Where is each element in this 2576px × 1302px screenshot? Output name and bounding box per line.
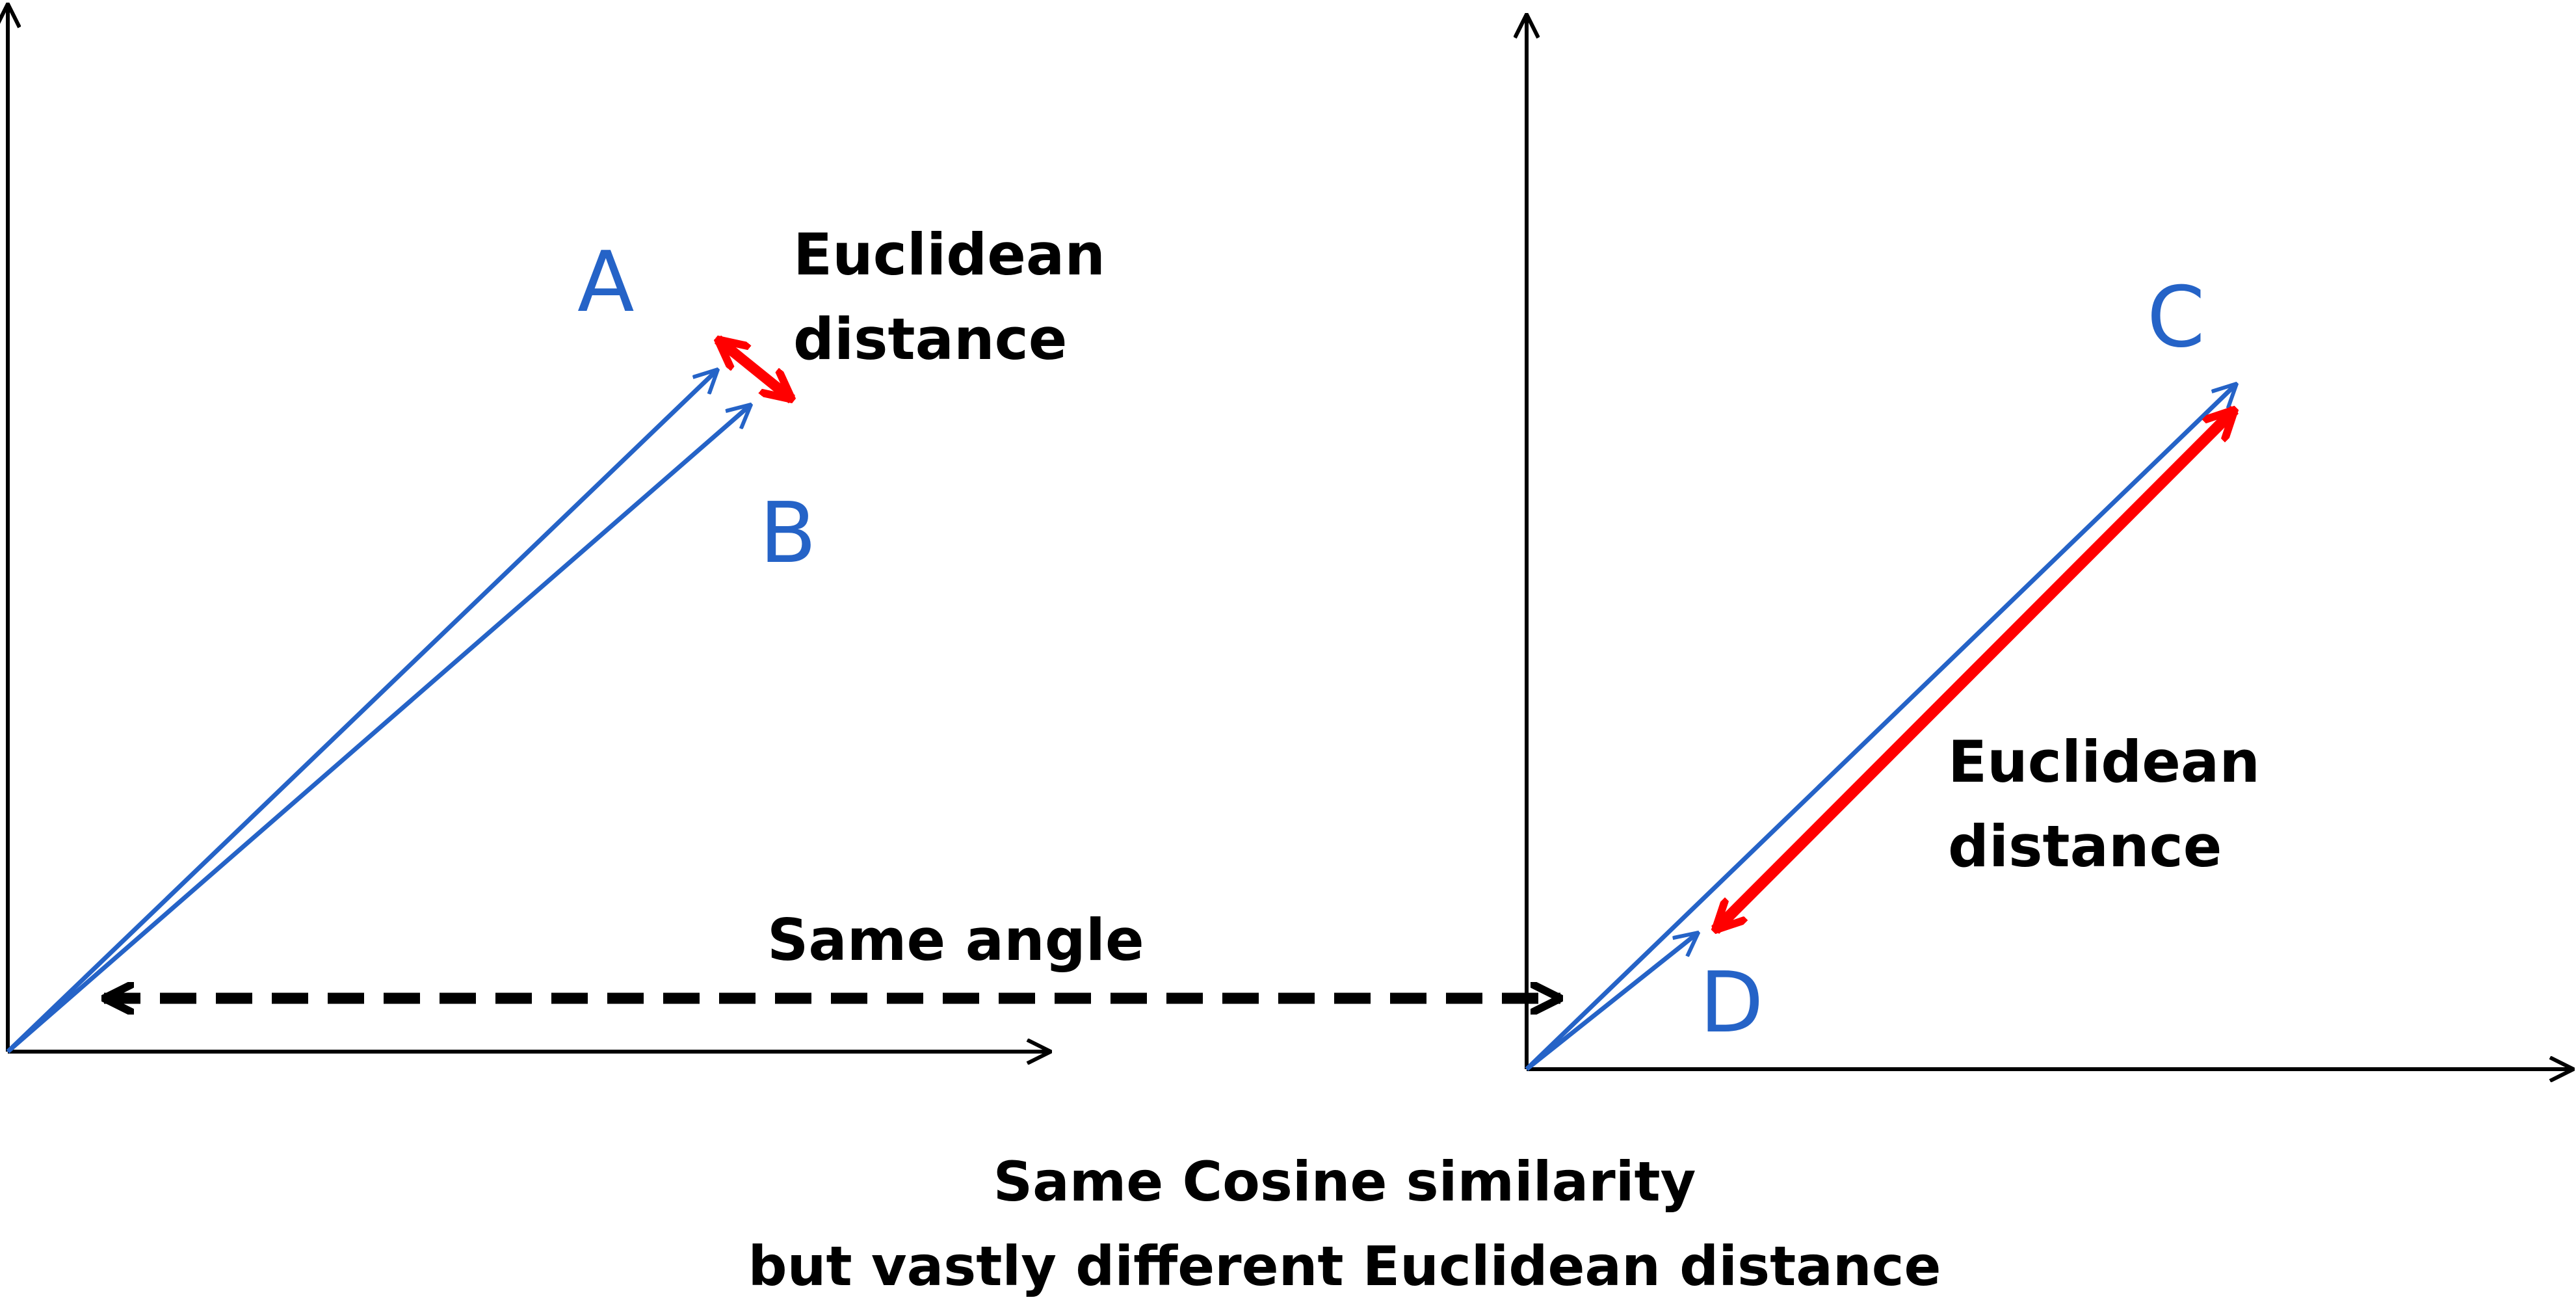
left-distance-label-line1: Euclidean: [793, 221, 1105, 288]
vector-d: [1525, 933, 1698, 1071]
left-distance-label-line2: distance: [793, 306, 1067, 373]
vector-d-label: D: [1700, 955, 1764, 1052]
distance-arrow-ab: [718, 339, 792, 399]
same-angle-label: Same angle: [767, 907, 1144, 974]
vector-c-label: C: [2147, 269, 2205, 366]
caption-line1: Same Cosine similarity: [993, 1150, 1696, 1214]
vector-c: [1525, 384, 2237, 1071]
distance-arrow-cd: [1715, 410, 2235, 930]
right-distance-label-line2: distance: [1948, 813, 2222, 880]
caption-line2: but vastly different Euclidean distance: [748, 1234, 1941, 1298]
vector-b-label: B: [759, 485, 817, 582]
vector-a-label: A: [577, 234, 635, 331]
vector-a: [6, 369, 718, 1054]
right-distance-label-line1: Euclidean: [1948, 728, 2260, 795]
vector-b: [6, 405, 751, 1054]
